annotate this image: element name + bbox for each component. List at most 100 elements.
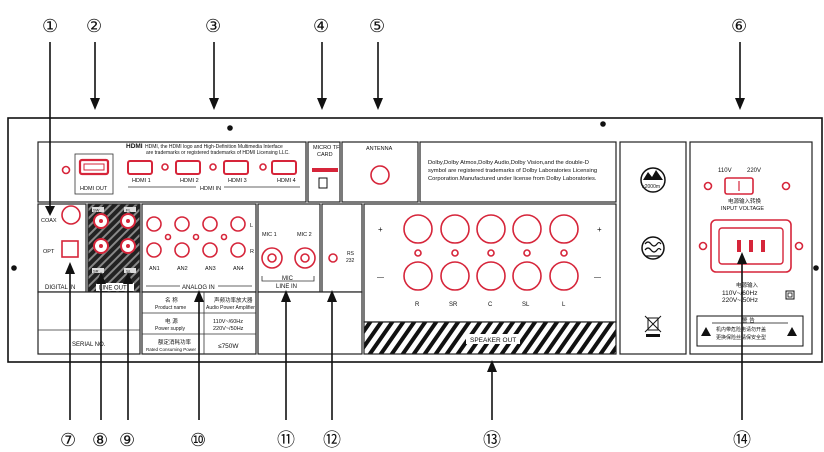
hdmi-in-3-led (259, 163, 267, 171)
optical-jack[interactable] (61, 240, 79, 258)
mic1-jack[interactable] (261, 247, 283, 269)
callout-8: ⑧ (92, 430, 108, 451)
ac-power-inlet[interactable] (710, 219, 792, 273)
rs232-jack[interactable] (328, 253, 338, 263)
voltage-cn-label: 电源输入转换 (728, 197, 762, 205)
spec-name-val-cn: 声频功率放大器 (214, 296, 253, 304)
hdmi-in-label-bg (196, 184, 224, 191)
speaker-c-dot (487, 249, 495, 257)
voltage-selector-switch[interactable] (724, 177, 754, 195)
an1-r-jack[interactable] (146, 242, 162, 258)
speaker-out-label-bg (466, 334, 520, 344)
speaker-sr-minus[interactable] (440, 261, 470, 291)
an1-label: AN1 (149, 266, 160, 272)
callout-arrows-top (45, 42, 745, 216)
an2-r-jack[interactable] (174, 242, 190, 258)
speaker-l-plus[interactable] (549, 214, 579, 244)
an2-l-jack[interactable] (174, 216, 190, 232)
mic2-label: MIC 2 (297, 232, 312, 238)
rs232-panel (321, 203, 363, 293)
speaker-sl-plus[interactable] (512, 214, 542, 244)
coax-label: COAX (41, 218, 57, 224)
an3-l-jack[interactable] (202, 216, 218, 232)
line-out-fl: FL (126, 208, 131, 213)
line-out-sl: SL (126, 269, 132, 274)
speaker-c-label: C (488, 302, 493, 308)
hdmi-notice-2: are trademarks or registered trademarks … (146, 150, 290, 156)
line-out-tag-1 (92, 207, 104, 212)
speaker-minus-left: — (377, 274, 384, 281)
analog-in-jacks (146, 216, 246, 258)
speaker-c-minus[interactable] (476, 261, 506, 291)
callout-4: ④ (313, 16, 329, 37)
hdmi-in-2-port[interactable] (175, 160, 201, 175)
screw-top-2 (600, 121, 606, 127)
hdmi-in-3-label: HDMI 3 (228, 178, 247, 184)
speaker-sl-dot (523, 249, 531, 257)
voltage-110-label: 110V (718, 168, 732, 174)
speaker-r-plus[interactable] (403, 214, 433, 244)
hdmi-in-4-port[interactable] (271, 160, 297, 175)
line-out-label-bg (96, 283, 134, 291)
speaker-sr-label: SR (449, 302, 458, 308)
hdmi-out-label: HDMI OUT (80, 186, 108, 192)
micro-tf-slot[interactable] (312, 168, 338, 172)
hdmi-out-led (61, 165, 71, 175)
screw-top-1 (227, 125, 233, 131)
callout-3: ③ (205, 16, 221, 37)
power-in-line1: 110V~/60Hz (722, 290, 757, 297)
callout-10: ⑩ (190, 430, 206, 451)
mic-bracket (261, 276, 315, 282)
analog-in-label-bg (180, 282, 218, 290)
line-out-jack-3-pin (99, 244, 103, 248)
mic-label-2: LINE IN (276, 284, 297, 290)
an3-r-jack[interactable] (202, 242, 218, 258)
an4-l-jack[interactable] (230, 216, 246, 232)
screw-right (813, 265, 819, 271)
speaker-sr-dot (451, 249, 459, 257)
mic1-jack-inner (267, 253, 277, 263)
speaker-l-minus[interactable] (549, 261, 579, 291)
hdmi-brand: HDMI (126, 143, 143, 150)
tropical-climate-icon (641, 236, 665, 260)
callout-13: ⑬ (483, 430, 501, 451)
hdmi-in-3-port[interactable] (223, 160, 249, 175)
analog-dot-3 (220, 233, 228, 241)
line-out-sw: SW (93, 208, 100, 213)
hdmi-in-2-led (209, 163, 217, 171)
coax-jack[interactable] (61, 205, 81, 225)
voltage-220-label: 220V (747, 168, 761, 174)
line-out-jack-2-pin (126, 219, 130, 223)
speaker-r-minus[interactable] (403, 261, 433, 291)
callout-arrows-bottom (65, 252, 747, 420)
analog-r-label: R (250, 249, 254, 255)
sd-card-icon (318, 177, 328, 189)
opt-label: OPT (43, 249, 55, 255)
line-out-jack-1-pin (99, 219, 103, 223)
hdmi-in-1-port[interactable] (127, 160, 153, 175)
callout-14: ⑭ (733, 430, 751, 451)
speaker-sl-minus[interactable] (512, 261, 542, 291)
warning-triangle-right-icon (787, 327, 797, 336)
analog-dot-1 (164, 233, 172, 241)
line-out-sr: SR (93, 269, 99, 274)
mic2-jack[interactable] (294, 247, 316, 269)
line-out-jacks (93, 213, 136, 254)
speaker-c-plus[interactable] (476, 214, 506, 244)
line-out-tag-3 (92, 268, 104, 273)
antenna-jack[interactable] (370, 165, 390, 185)
speaker-terminals (403, 214, 579, 291)
altitude-icon: ≤2000m (640, 167, 666, 193)
an4-r-jack[interactable] (230, 242, 246, 258)
hdmi-out-port-inner (83, 163, 105, 171)
weee-bin-icon (644, 315, 662, 337)
blank-panel (257, 291, 363, 355)
an1-l-jack[interactable] (146, 216, 162, 232)
speaker-sr-plus[interactable] (440, 214, 470, 244)
speaker-out-label: SPEAKER OUT (470, 337, 516, 344)
symbols-panel (619, 141, 687, 355)
callout-9: ⑨ (119, 430, 135, 451)
warning-title: 警 告 (742, 316, 755, 324)
double-insulation-icon (785, 290, 795, 300)
callout-12: ⑫ (323, 430, 341, 451)
